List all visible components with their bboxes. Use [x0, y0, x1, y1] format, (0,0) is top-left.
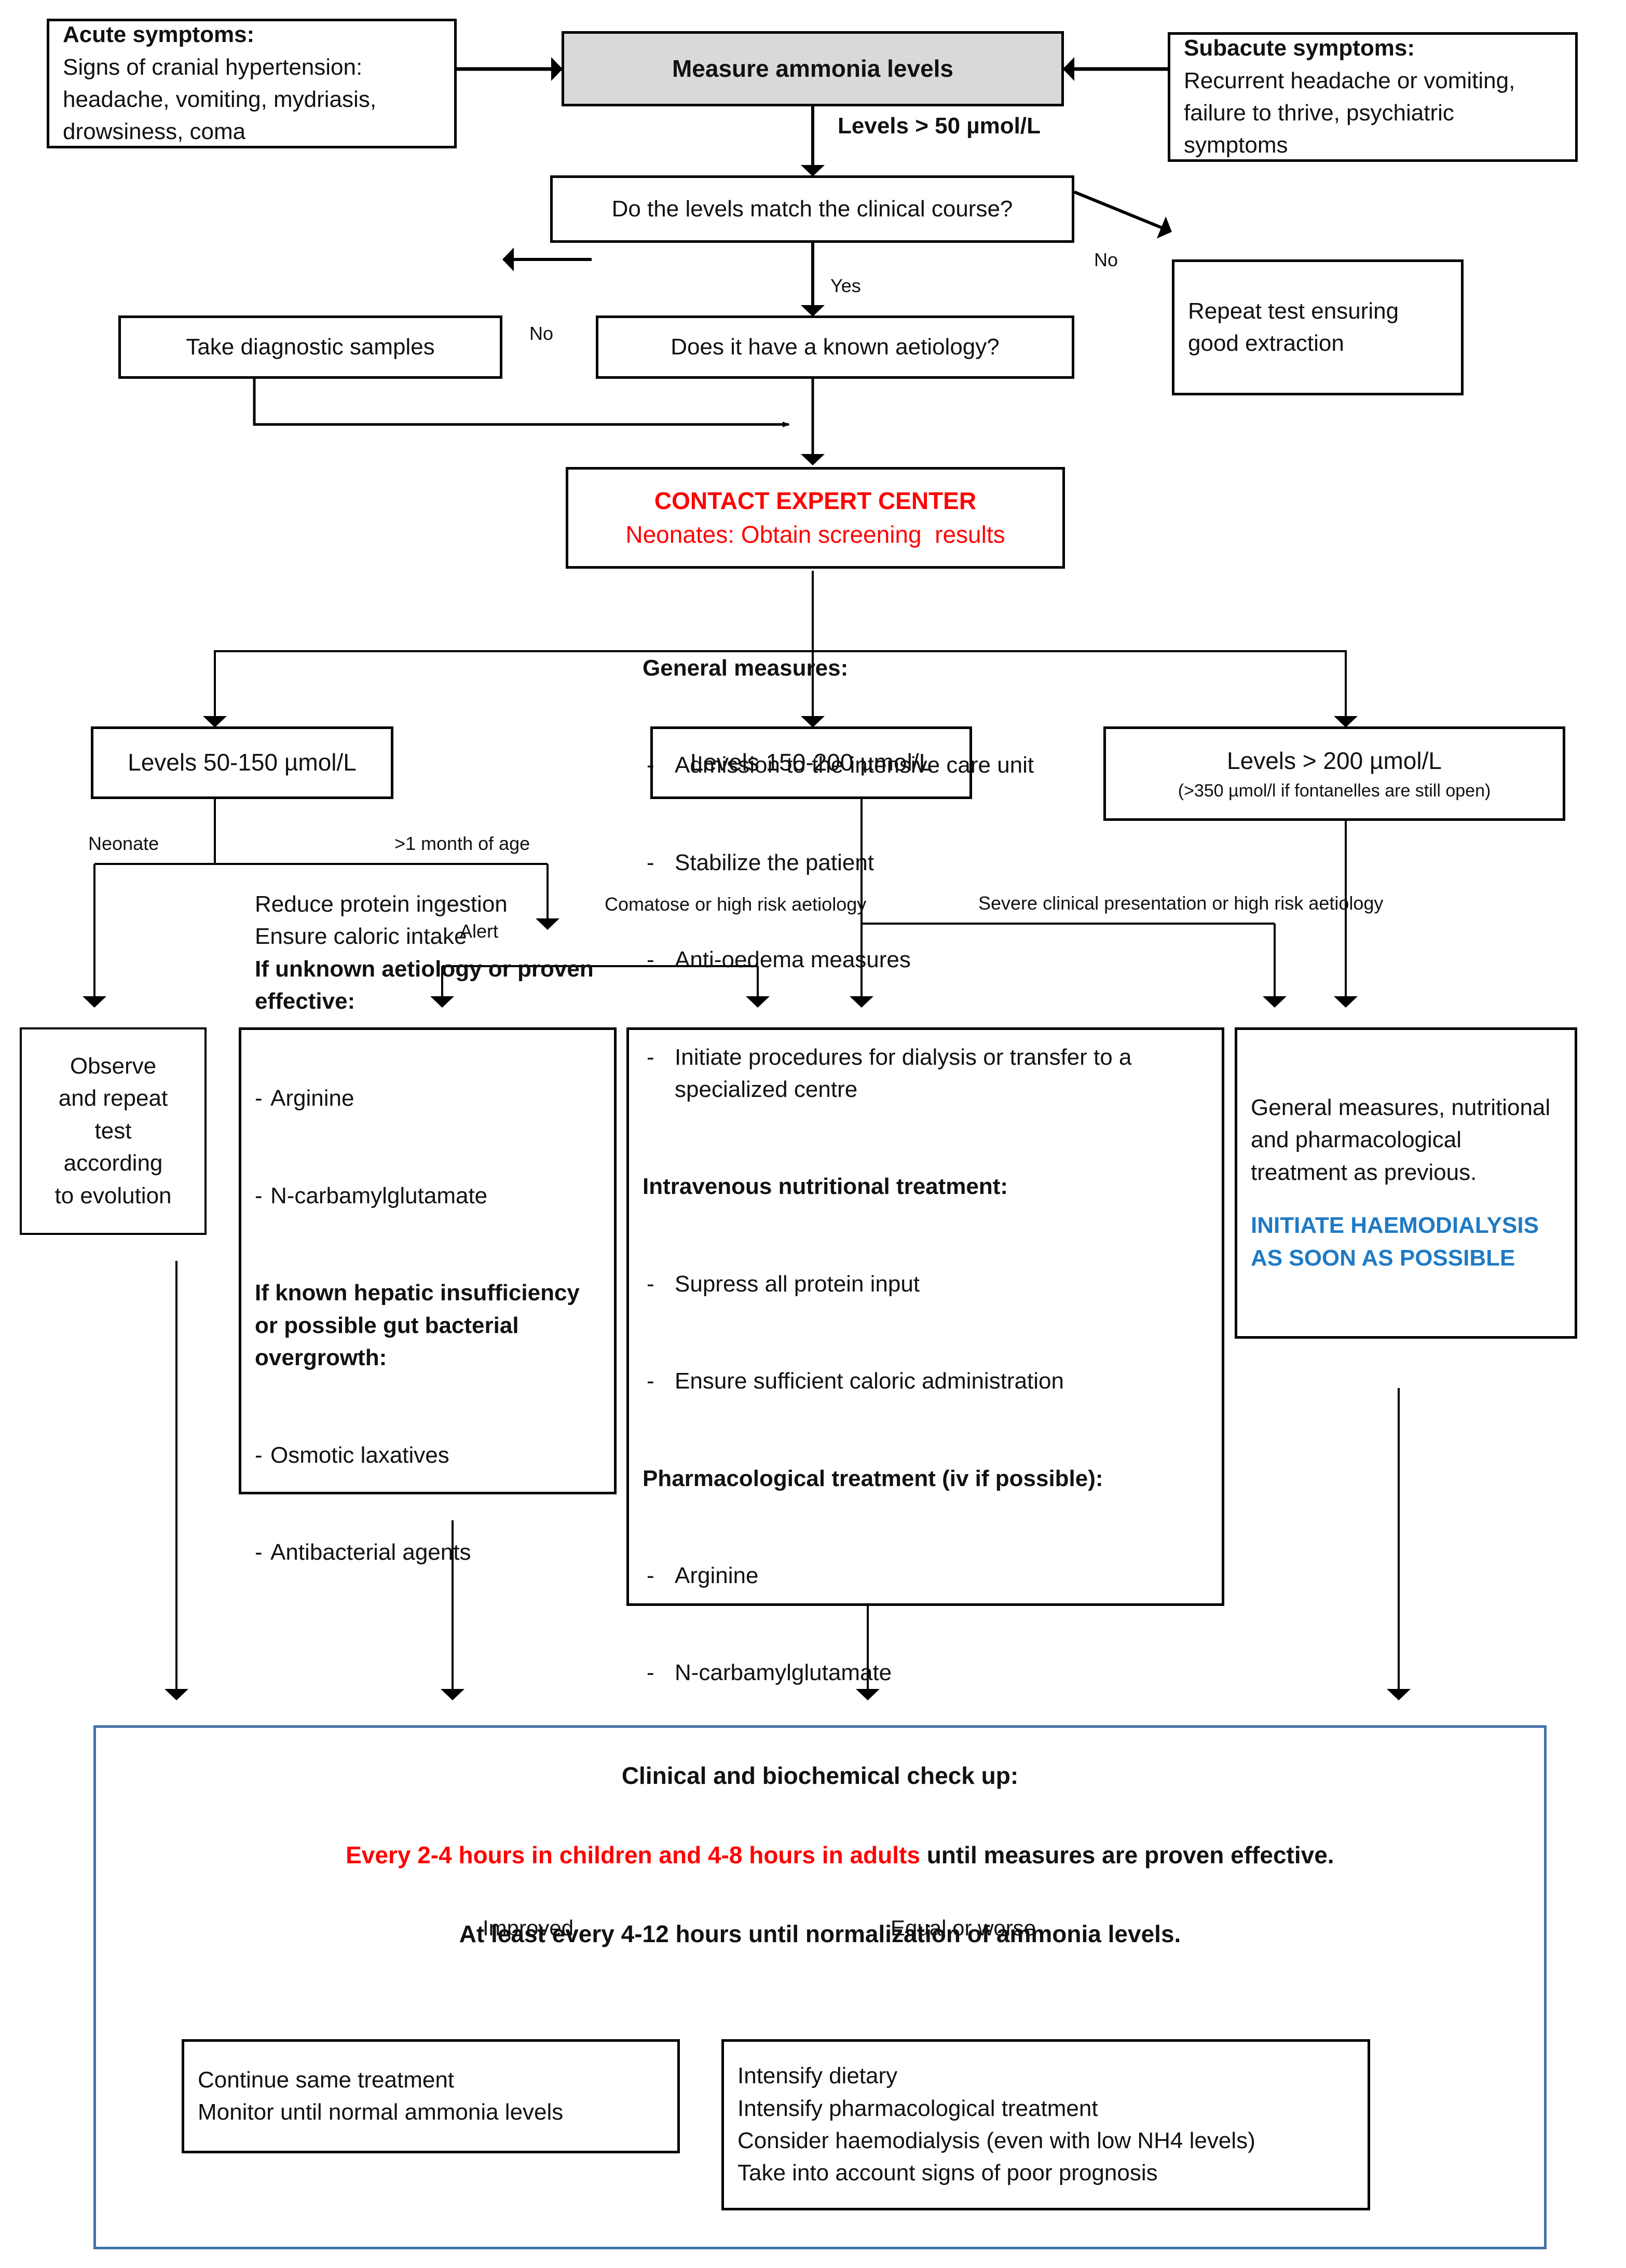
edge-label-equal-or-worse: Equal or worse [891, 1916, 1036, 1940]
intensify-line-2: Intensify pharmacological treatment [737, 2095, 1098, 2121]
node-subacute-symptoms: Subacute symptoms: Recurrent headache or… [1168, 32, 1578, 162]
node-take-diagnostic-samples: Take diagnostic samples [118, 315, 502, 379]
node-measure-ammonia: Measure ammonia levels [562, 31, 1064, 106]
general-measures-head2: Intravenous nutritional treatment: [643, 1174, 1008, 1200]
intensify-line-4: Take into account signs of poor prognosi… [737, 2160, 1158, 2186]
edge-label-no-match: No [1094, 249, 1118, 270]
edge-label-no-aetiology: No [529, 323, 554, 344]
list-item: Admission to the intensive care unit [643, 749, 1208, 782]
intensify-line-3: Consider haemodialysis (even with low NH… [737, 2128, 1255, 2153]
edge-label-over-one-month: >1 month of age [394, 833, 530, 854]
acute-symptoms-title: Acute symptoms: [63, 22, 255, 48]
checkup-line2: Every 2-4 hours in children and 4-8 hour… [306, 1804, 1334, 1906]
known-aetiology-label: Does it have a known aetiology? [671, 334, 1000, 360]
continue-treatment-line1: Continue same treatment [198, 2067, 455, 2093]
edge-label-severe: Severe clinical presentation or high ris… [978, 892, 1384, 914]
contact-expert-line1: CONTACT EXPERT CENTER [654, 487, 977, 514]
levels-high-line1: Levels > 200 µmol/L [1227, 747, 1442, 775]
checkup-line1: Clinical and biochemical check up: [621, 1762, 1019, 1789]
checkup-line2-red: Every 2-4 hours in children and 4-8 hour… [346, 1841, 920, 1868]
node-continue-treatment: Continue same treatment Monitor until no… [182, 2039, 680, 2153]
reduce-protein-line1: Reduce protein ingestion [255, 891, 508, 917]
reduce-protein-items1: Arginine N-carbamylglutamate [255, 1018, 487, 1277]
node-reduce-protein: Reduce protein ingestion Ensure caloric … [239, 891, 617, 1569]
reduce-protein-head2: If known hepatic insufficiency or possib… [255, 1280, 586, 1371]
edge-label-improved: Improved [483, 1916, 574, 1940]
repeat-test-label: Repeat test ensuring good extraction [1188, 298, 1405, 356]
general-measures-items1: Admission to the intensive care unit Sta… [643, 684, 1208, 1171]
node-general-measures: General measures: Admission to the inten… [626, 655, 1224, 1913]
list-item: Stabilize the patient [643, 847, 1208, 879]
node-match-clinical-course: Do the levels match the clinical course? [550, 175, 1074, 243]
intensify-line-1: Intensify dietary [737, 2063, 898, 2089]
node-repeat-test: Repeat test ensuring good extraction [1172, 259, 1464, 395]
subacute-symptoms-body: Recurrent headache or vomiting, failure … [1184, 67, 1522, 158]
node-contact-expert-center: CONTACT EXPERT CENTER Neonates: Obtain s… [566, 467, 1065, 569]
general-measures-head1: General measures: [643, 655, 849, 681]
general-measures-head3: Pharmacological treatment (iv if possibl… [643, 1465, 1103, 1491]
list-item: Supress all protein input [643, 1268, 1064, 1301]
node-levels-50-150: Levels 50-150 µmol/L [91, 726, 393, 799]
node-acute-symptoms: Acute symptoms: Signs of cranial hyperte… [47, 19, 457, 148]
subacute-symptoms-title: Subacute symptoms: [1184, 35, 1415, 61]
general-previous-highlight: INITIATE HAEMODIALYSIS AS SOON AS POSSIB… [1251, 1213, 1545, 1271]
edge-label-neonate: Neonate [88, 833, 159, 854]
general-previous-body: General measures, nutritional and pharma… [1251, 1094, 1557, 1185]
edge-label-comatose: Comatose or high risk aetiology [605, 894, 867, 915]
list-item: Arginine [255, 1082, 487, 1115]
levels-low-label: Levels 50-150 µmol/L [128, 749, 357, 776]
list-item: Antibacterial agents [255, 1536, 471, 1569]
node-observe-and-repeat: Observe and repeat test according to evo… [20, 1027, 207, 1235]
node-intensify: Intensify dietary Intensify pharmacologi… [721, 2039, 1370, 2210]
reduce-protein-items2: Osmotic laxatives Antibacterial agents [255, 1374, 471, 1634]
reduce-protein-head1: If unknown aetiology or proven effective… [255, 956, 600, 1014]
node-known-aetiology: Does it have a known aetiology? [596, 315, 1074, 379]
list-item: N-carbamylglutamate [255, 1180, 487, 1213]
measure-ammonia-label: Measure ammonia levels [672, 54, 954, 82]
acute-symptoms-body: Signs of cranial hypertension: headache,… [63, 54, 383, 145]
edge-label-levels-gt-50: Levels > 50 µmol/L [838, 113, 1041, 139]
general-measures-items2: Supress all protein input Ensure suffici… [643, 1203, 1064, 1463]
checkup-line3: At least every 4-12 hours until normaliz… [459, 1920, 1181, 1948]
reduce-protein-line2: Ensure caloric intake [255, 924, 467, 950]
list-item: Initiate procedures for dialysis or tran… [643, 1041, 1208, 1106]
edge-label-yes: Yes [830, 275, 861, 296]
list-item: Arginine [643, 1560, 1208, 1592]
match-clinical-course-label: Do the levels match the clinical course? [611, 196, 1013, 222]
continue-treatment-line2: Monitor until normal ammonia levels [198, 2099, 564, 2125]
observe-label: Observe and repeat test according to evo… [54, 1053, 172, 1208]
edge-label-alert: Alert [460, 920, 499, 942]
take-samples-label: Take diagnostic samples [186, 334, 435, 360]
list-item: Osmotic laxatives [255, 1439, 471, 1472]
node-general-as-previous: General measures, nutritional and pharma… [1235, 1027, 1577, 1339]
list-item: N-carbamylglutamate [643, 1657, 1208, 1689]
list-item: Ensure sufficient caloric administration [643, 1365, 1064, 1398]
contact-expert-line2: Neonates: Obtain screening results [625, 521, 1005, 548]
levels-high-line2: (>350 µmol/l if fontanelles are still op… [1178, 780, 1491, 801]
checkup-line2-rest: until measures are proven effective. [920, 1841, 1334, 1868]
list-item: Anti-oedema measures [643, 944, 1208, 977]
